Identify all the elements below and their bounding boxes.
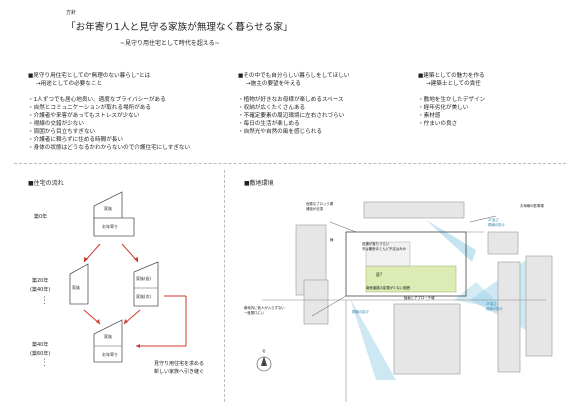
- policy-item: ・1人ずつでも居心地良い、適度なプライバシーがある: [28, 97, 166, 103]
- flow-heading: ■住宅の流れ: [28, 180, 64, 187]
- note-privacy: 敷地内に他人が入らずない 一度間口にい: [244, 306, 285, 315]
- flow-arrows: [83, 243, 187, 347]
- continuation-dots: ⋮: [40, 358, 49, 368]
- page-title: 「お年寄り1人と見守る家族が無理なく暮らせる家」: [66, 22, 293, 33]
- policy-heading: ■見守り用住宅としての"無理のない暮らし"とは: [28, 73, 151, 79]
- house-stage1-right: [133, 261, 159, 307]
- note-shade: 夏場が落ちづらい 冬は暖房ほとんど不足はみみ: [362, 242, 406, 251]
- compass-label: 北: [262, 349, 266, 353]
- neighbor-east: [497, 261, 521, 373]
- sightline-bottom: [350, 298, 396, 380]
- vertical-divider: [224, 170, 225, 402]
- label-family: 家族: [72, 285, 80, 290]
- policy-item: ・収納が広くたくさんある: [238, 105, 306, 111]
- label-family: 家族: [104, 334, 112, 339]
- year-stage0: 築0年: [34, 214, 48, 220]
- policy-column-architecture: ■建築としての魅力を作る →建築士としての責任 ・敷地を生かしたデザイン ・経年…: [418, 72, 485, 128]
- policy-sub: →用途としての必要なこと: [36, 81, 103, 87]
- label-elderly: お年寄り: [102, 352, 118, 357]
- house-stage2: [93, 319, 123, 363]
- label-family-second: 家族(次): [136, 294, 152, 299]
- policy-item: ・介護者や来客があってもストレスが少ない: [28, 113, 140, 119]
- policy-column-use: ■見守り用住宅としての"無理のない暮らし"とは →用途としての必要なこと ・1人…: [28, 72, 190, 152]
- neighbor-south: [393, 303, 461, 375]
- label-elderly: お年寄り: [102, 224, 118, 229]
- policy-sub: →施主の要望を叶える: [246, 81, 301, 87]
- policy-item: ・経年劣化が美しい: [418, 105, 469, 111]
- year-stage1: 築20年: [32, 278, 49, 284]
- site-heading: ■敷地環境: [244, 180, 274, 187]
- policy-item: ・敷地を生かしたデザイン: [418, 97, 486, 103]
- garden-area: [365, 265, 457, 293]
- policy-item: ・自然光や自然の風を感じられる: [238, 129, 322, 135]
- policy-item: ・佇まいの良さ: [418, 121, 458, 127]
- continuation-dots: ⋮: [40, 296, 49, 306]
- policy-item: ・毎日の生活が楽しめる: [238, 121, 300, 127]
- note-garden-question: 庭?: [376, 272, 383, 277]
- neighbor-north: [363, 201, 465, 219]
- note-view-top: 2F高さ 視線の抜け: [488, 218, 505, 227]
- policy-item: ・自然とコミュニケーションが取れる場所がある: [28, 105, 151, 111]
- year-stage2: 築40年: [32, 342, 49, 348]
- note-view-bottom-right: 2F高さ 視線の抜け: [486, 302, 503, 311]
- sightline-top: [426, 220, 476, 262]
- policy-item: ・介護者に頼らずに住める時間が長い: [28, 137, 123, 143]
- policy-item: ・不確定要素の周辺環境に左右されづらい: [238, 113, 345, 119]
- year-stage1-alt: (築40年): [30, 287, 51, 293]
- note-east-parking: お母様の駐車場: [520, 204, 544, 208]
- section-label: 方針: [66, 10, 77, 16]
- site-map: [256, 201, 553, 402]
- policy-item: ・視線の交錯が少ない: [28, 121, 84, 127]
- policy-sub: →建築士としての責任: [426, 81, 481, 87]
- note-view-bottom: 視線の抜け: [352, 310, 369, 314]
- policy-item: ・周囲から目立ちすぎない: [28, 129, 96, 135]
- policy-column-client: ■その中でも自分らしい暮らしをしてほしい →施主の要望を叶える ・植物が好きなお…: [238, 72, 349, 136]
- policy-item: ・身体の状態はどうなるかわからないので介護住宅にしすぎない: [28, 145, 191, 151]
- house-stage0-lower: [93, 217, 135, 237]
- policy-heading: ■建築としての魅力を作る: [418, 73, 485, 79]
- horizontal-divider: [14, 163, 566, 164]
- house-stage1-left: [69, 263, 89, 305]
- flow-note: 見守り用住宅を求める 新しい家族へ引き継ぐ: [154, 361, 205, 375]
- policy-heading: ■その中でも自分らしい暮らしをしてほしい: [238, 73, 350, 79]
- site-boundary: [345, 231, 467, 297]
- label-family-eldest: 家族(長): [136, 276, 152, 281]
- policy-item: ・素材感: [418, 113, 441, 119]
- policy-item: ・植物が好きなお母様が楽しめるスペース: [238, 97, 344, 103]
- house-block: [365, 241, 411, 267]
- page-subtitle: ~見守り用住宅として時代を超える~: [120, 40, 220, 47]
- note-plum: 梅: [330, 238, 334, 242]
- note-block-wall: 危険なブロック塀 補強が必須: [306, 202, 334, 211]
- label-family: 家族: [104, 206, 112, 211]
- note-south-road: 南側道路の影響が少ない範囲: [366, 286, 411, 290]
- flow-diagram: [69, 191, 187, 363]
- year-stage2-alt: (築60年): [30, 351, 51, 357]
- note-fence: 植栽とアプローチ塀: [404, 296, 435, 300]
